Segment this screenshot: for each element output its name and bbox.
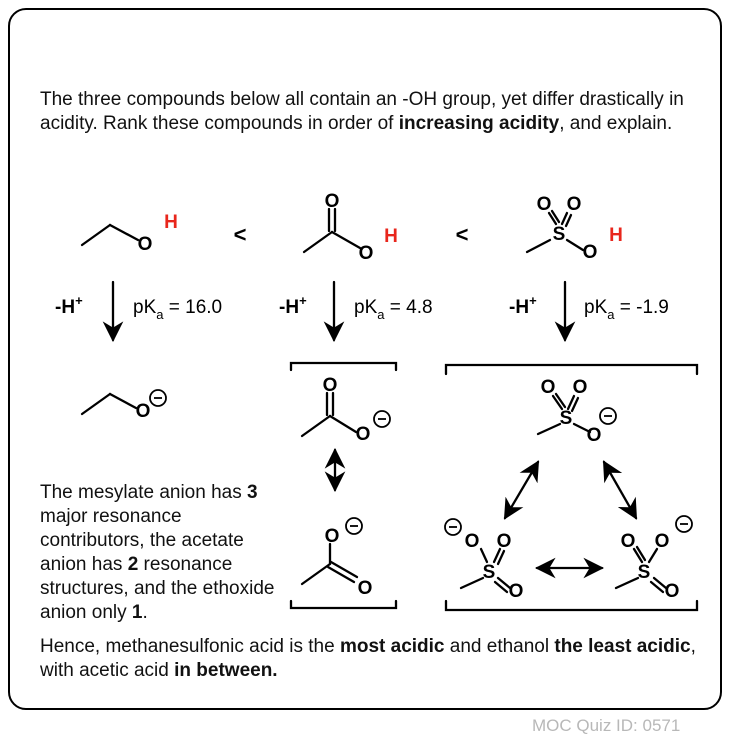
atom-oxygen: O — [325, 526, 340, 547]
atom-sulfur: S — [483, 562, 496, 583]
negative-charge-icon — [149, 389, 167, 407]
atom-oxygen: O — [541, 377, 556, 398]
atom-sulfur: S — [553, 224, 566, 245]
negative-charge-icon — [345, 517, 363, 535]
mesylate-resonance-arrow-right — [602, 460, 638, 520]
negative-charge-icon — [444, 518, 462, 536]
atom-oxygen: O — [587, 425, 602, 446]
acetate-structure-1 — [300, 391, 358, 438]
quiz-card — [8, 8, 722, 710]
quiz-id-footer: MOC Quiz ID: 0571 — [532, 716, 681, 735]
mesylate-bracket-bottom — [444, 599, 699, 612]
atom-oxygen: O — [537, 194, 552, 215]
atom-oxygen: O — [665, 581, 680, 602]
atom-sulfur: S — [638, 562, 651, 583]
mesylate-bracket-top — [444, 363, 699, 376]
acetic-acid-structure — [302, 207, 362, 254]
minus-h-plus-label: -H+ — [55, 293, 83, 318]
negative-charge-icon — [373, 410, 391, 428]
atom-oxygen: O — [136, 401, 151, 422]
atom-oxygen: O — [509, 581, 524, 602]
atom-oxygen: O — [323, 375, 338, 396]
atom-sulfur: S — [560, 408, 573, 429]
atom-oxygen: O — [573, 377, 588, 398]
acetate-bracket-top — [289, 361, 398, 372]
pka-acetic-acid: pKa = 4.8 — [354, 297, 433, 322]
mesylate-structure-right — [614, 545, 668, 594]
ethoxide-structure — [80, 392, 138, 416]
methanesulfonic-acid-structure — [525, 209, 585, 254]
atom-oxygen: O — [655, 531, 670, 552]
atom-oxygen: O — [138, 234, 153, 255]
pka-methanesulfonic-acid: pKa = -1.9 — [584, 297, 669, 322]
atom-oxygen: O — [567, 194, 582, 215]
atom-oxygen: O — [325, 191, 340, 212]
atom-oxygen: O — [356, 424, 371, 445]
atom-oxygen: O — [621, 531, 636, 552]
resonance-explanation: The mesylate anion has 3 major resonance… — [40, 482, 275, 623]
atom-hydrogen: H — [384, 226, 398, 247]
conclusion-text: Hence, methanesulfonic acid is the most … — [40, 636, 696, 681]
acetate-structure-2 — [300, 542, 359, 586]
minus-h-plus-label: -H+ — [509, 293, 537, 318]
negative-charge-icon — [599, 407, 617, 425]
atom-oxygen: O — [358, 578, 373, 599]
mesylate-structure-top — [536, 392, 592, 436]
less-than-sign: < — [456, 222, 469, 247]
atom-oxygen: O — [359, 243, 374, 264]
mesylate-structure-left — [459, 547, 512, 594]
ethanol-structure — [80, 223, 140, 247]
atom-oxygen: O — [583, 242, 598, 263]
less-than-sign: < — [234, 222, 247, 247]
negative-charge-icon — [675, 515, 693, 533]
mesylate-resonance-arrow-left — [503, 460, 540, 520]
pka-ethanol: pKa = 16.0 — [133, 297, 222, 322]
intro-text: The three compounds below all contain an… — [40, 89, 684, 134]
atom-oxygen: O — [465, 531, 480, 552]
atom-hydrogen: H — [609, 225, 623, 246]
acetate-bracket-bottom — [289, 599, 398, 610]
atom-hydrogen: H — [164, 212, 178, 233]
atom-oxygen: O — [497, 531, 512, 552]
minus-h-plus-label: -H+ — [279, 293, 307, 318]
